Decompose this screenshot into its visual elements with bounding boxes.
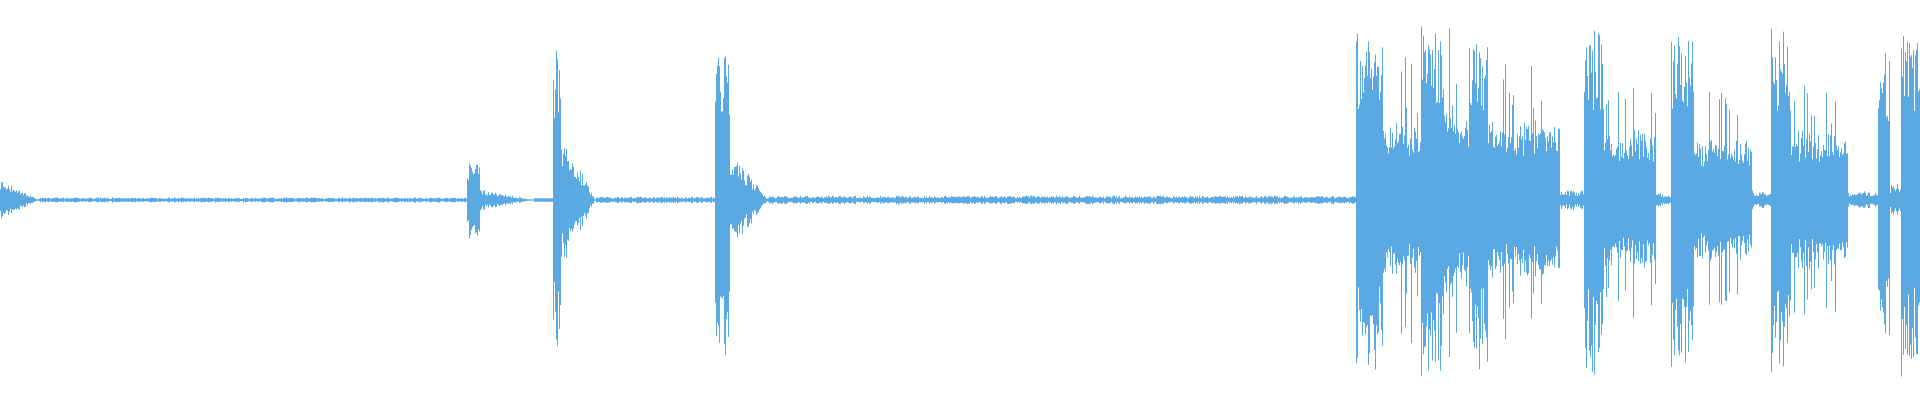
waveform-bars xyxy=(0,26,1920,377)
waveform-path xyxy=(0,26,1920,377)
